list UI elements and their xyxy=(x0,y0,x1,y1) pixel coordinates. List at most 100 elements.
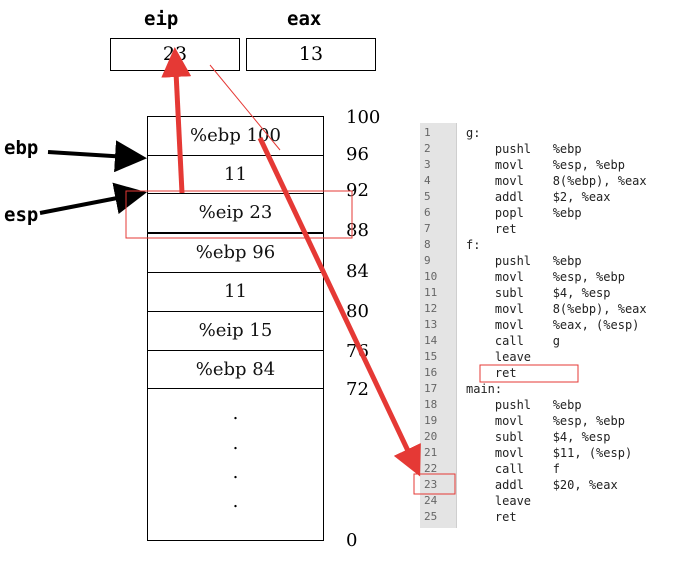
line-number: 22 xyxy=(424,462,438,475)
code-text: addl $2, %eax xyxy=(466,190,611,204)
code-text: movl 8(%ebp), %eax xyxy=(466,302,647,316)
line-number: 17 xyxy=(424,382,438,395)
code-line: 22 call f xyxy=(420,461,670,477)
code-line: 9 pushl %ebp xyxy=(420,253,670,269)
line-number: 21 xyxy=(424,446,438,459)
stack-cell: 11 xyxy=(148,273,323,312)
code-line: 14 call g xyxy=(420,333,670,349)
line-number: 8 xyxy=(424,238,431,251)
code-text: ret xyxy=(466,510,517,524)
stack: %ebp 100 11 %eip 23 %ebp 96 11 %eip 15 %… xyxy=(147,116,324,541)
code-text: ret xyxy=(466,366,517,380)
line-number: 15 xyxy=(424,350,438,363)
stack-cell: %ebp 96 xyxy=(148,233,323,273)
code-text: addl $20, %eax xyxy=(466,478,618,492)
ebp-pointer-arrow xyxy=(47,140,147,173)
code-line: 4 movl 8(%ebp), %eax xyxy=(420,173,670,189)
code-text: movl %esp, %ebp xyxy=(466,158,625,172)
stack-cell: %eip 23 xyxy=(148,194,323,233)
code-line: 16 ret xyxy=(420,365,670,381)
line-number: 10 xyxy=(424,270,438,283)
stack-cell: %ebp 84 xyxy=(148,351,323,389)
line-number: 7 xyxy=(424,222,431,235)
code-text: ret xyxy=(466,222,517,236)
esp-pointer-arrow xyxy=(39,182,147,215)
ebp-pointer-label: ebp xyxy=(4,137,39,159)
ellipsis-dot: . xyxy=(232,462,239,483)
eax-label: eax xyxy=(287,8,322,30)
address-label: 80 xyxy=(346,301,369,322)
esp-pointer-label: esp xyxy=(4,204,39,226)
code-line: 19 movl %esp, %ebp xyxy=(420,413,670,429)
code-text: movl %eax, (%esp) xyxy=(466,318,640,332)
ret-line-highlight-box xyxy=(479,364,579,383)
address-label: 96 xyxy=(346,144,369,165)
address-label: 72 xyxy=(346,379,369,400)
code-line: 3 movl %esp, %ebp xyxy=(420,157,670,173)
code-line: 11 subl $4, %esp xyxy=(420,285,670,301)
address-label: 84 xyxy=(346,261,369,282)
code-text: call g xyxy=(466,334,560,348)
ellipsis-dot: . xyxy=(232,491,239,512)
eax-register-box: 13 xyxy=(246,38,376,71)
code-text: f: xyxy=(466,238,481,252)
stack-cell: %eip 15 xyxy=(148,312,323,351)
code-text: movl %esp, %ebp xyxy=(466,270,625,284)
stack-cell: 11 xyxy=(148,156,323,194)
code-line: 10 movl %esp, %ebp xyxy=(420,269,670,285)
code-line: 6 popl %ebp xyxy=(420,205,670,221)
line-number: 13 xyxy=(424,318,438,331)
line-number: 14 xyxy=(424,334,438,347)
code-line: 8 f: xyxy=(420,237,670,253)
line-number: 12 xyxy=(424,302,438,315)
code-text: pushl %ebp xyxy=(466,254,582,268)
line-23-highlight-box xyxy=(413,473,456,495)
line-number: 5 xyxy=(424,190,431,203)
line-number: 23 xyxy=(424,478,438,491)
code-text: main: xyxy=(466,382,503,396)
line-number: 18 xyxy=(424,398,438,411)
code-line: 24 leave xyxy=(420,493,670,509)
code-text: popl %ebp xyxy=(466,206,582,220)
code-text: subl $4, %esp xyxy=(466,430,611,444)
code-text: pushl %ebp xyxy=(466,398,582,412)
code-text: movl 8(%ebp), %eax xyxy=(466,174,647,188)
line-number: 9 xyxy=(424,254,431,267)
code-line: 13 movl %eax, (%esp) xyxy=(420,317,670,333)
line-number: 2 xyxy=(424,142,431,155)
line-number: 1 xyxy=(424,126,431,139)
code-text: movl %esp, %ebp xyxy=(466,414,625,428)
code-line: 2 pushl %ebp xyxy=(420,141,670,157)
saved-eip-highlight-box xyxy=(125,190,353,239)
code-text: subl $4, %esp xyxy=(466,286,611,300)
code-line: 23 addl $20, %eax xyxy=(420,477,670,493)
line-number: 19 xyxy=(424,414,438,427)
code-text: movl $11, (%esp) xyxy=(466,446,633,460)
eip-to-line-arrow xyxy=(257,136,421,477)
code-text: pushl %ebp xyxy=(466,142,582,156)
code-line: 7 ret xyxy=(420,221,670,237)
line-number: 6 xyxy=(424,206,431,219)
code-line: 12 movl 8(%ebp), %eax xyxy=(420,301,670,317)
code-line: 15 leave xyxy=(420,349,670,365)
line-number: 3 xyxy=(424,158,431,171)
address-label: 100 xyxy=(346,107,381,128)
code-line: 25 ret xyxy=(420,509,670,525)
ellipsis-dot: . xyxy=(232,433,239,454)
stack-cell: %ebp 100 xyxy=(148,117,323,156)
address-label: 0 xyxy=(346,530,358,551)
ellipsis-dot: . xyxy=(232,403,239,424)
eip-label: eip xyxy=(144,8,179,30)
line-number-gutter xyxy=(420,123,457,528)
code-line: 17 main: xyxy=(420,381,670,397)
line-number: 11 xyxy=(424,286,438,299)
code-line: 18 pushl %ebp xyxy=(420,397,670,413)
code-line: 20 subl $4, %esp xyxy=(420,429,670,445)
line-number: 24 xyxy=(424,494,438,507)
code-line: 5 addl $2, %eax xyxy=(420,189,670,205)
line-number: 16 xyxy=(424,366,438,379)
eip-thin-link xyxy=(209,64,281,151)
